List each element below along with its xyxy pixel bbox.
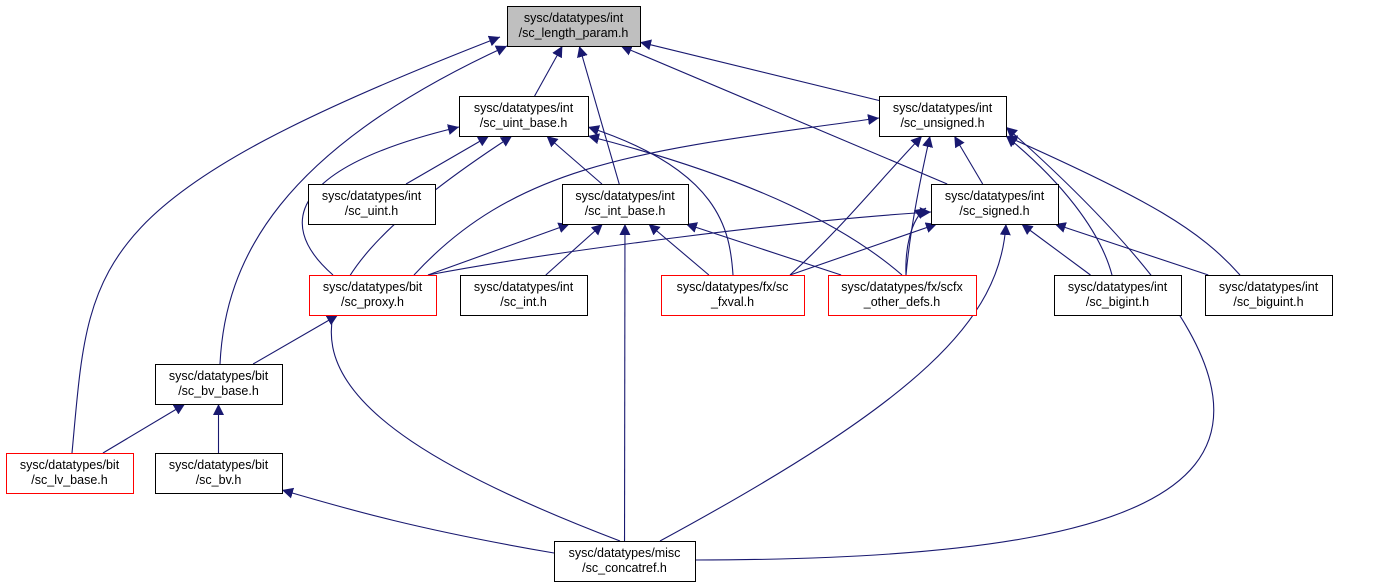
- node-label-line: sysc/datatypes/int: [945, 189, 1045, 203]
- node-label-line: /sc_lv_base.h: [31, 473, 107, 487]
- edge-fxval-to-uintb: [587, 125, 734, 276]
- node-label-line: sysc/datatypes/fx/scfx: [841, 280, 963, 294]
- node-intb[interactable]: sysc/datatypes/int/sc_int_base.h: [562, 184, 689, 225]
- node-len[interactable]: sysc/datatypes/int/sc_length_param.h: [507, 6, 641, 47]
- node-bvb[interactable]: sysc/datatypes/bit/sc_bv_base.h: [155, 364, 283, 405]
- node-label-line: sysc/datatypes/int: [524, 11, 624, 25]
- edge-bigu-to-sgn: [1054, 222, 1209, 276]
- node-label-line: /sc_biguint.h: [1233, 295, 1303, 309]
- edge-unsg-to-len: [639, 39, 880, 102]
- node-label-line: /sc_int_base.h: [585, 204, 666, 218]
- node-box[interactable]: [460, 275, 588, 316]
- edge-bigi-to-sgn: [1021, 223, 1091, 276]
- edge-lvb-to-len: [71, 35, 501, 454]
- node-box[interactable]: [459, 96, 589, 137]
- node-box[interactable]: [507, 6, 641, 47]
- node-label-line: sysc/datatypes/bit: [169, 369, 269, 383]
- edge-scfx-to-intb: [685, 222, 842, 276]
- node-label-line: /sc_length_param.h: [519, 26, 629, 40]
- node-lvb[interactable]: sysc/datatypes/bit/sc_lv_base.h: [6, 453, 134, 494]
- node-cref[interactable]: sysc/datatypes/misc/sc_concatref.h: [554, 541, 696, 582]
- edge-uintb-to-len: [534, 45, 563, 97]
- node-label-line: sysc/datatypes/int: [575, 189, 675, 203]
- node-label-line: /sc_bv.h: [196, 473, 242, 487]
- node-box[interactable]: [931, 184, 1059, 225]
- edge-bigu-to-unsg: [1005, 135, 1241, 276]
- node-label-line: sysc/datatypes/bit: [323, 280, 423, 294]
- node-label-line: sysc/datatypes/misc: [569, 546, 681, 560]
- node-box[interactable]: [308, 184, 436, 225]
- node-label-line: sysc/datatypes/fx/sc: [677, 280, 789, 294]
- node-label-line: sysc/datatypes/bit: [20, 458, 120, 472]
- node-bv[interactable]: sysc/datatypes/bit/sc_bv.h: [155, 453, 283, 494]
- edge-cref-to-unsg: [692, 126, 1215, 561]
- node-label-line: /sc_bigint.h: [1086, 295, 1149, 309]
- edge-proxy-to-intb: [427, 222, 570, 276]
- node-label-line: /sc_bv_base.h: [178, 384, 259, 398]
- node-label-line: _fxval.h: [710, 295, 754, 309]
- node-proxy[interactable]: sysc/datatypes/bit/sc_proxy.h: [309, 275, 437, 316]
- node-box[interactable]: [661, 275, 805, 316]
- node-int[interactable]: sysc/datatypes/int/sc_int.h: [460, 275, 588, 316]
- edge-cref-to-bv: [281, 487, 555, 554]
- node-label-line: sysc/datatypes/int: [893, 101, 993, 115]
- node-box[interactable]: [309, 275, 437, 316]
- edge-proxy-to-sgn: [427, 207, 932, 276]
- edge-cref-to-sgn: [659, 223, 1011, 542]
- edge-lvb-to-bvb: [102, 403, 186, 454]
- node-label-line: /sc_uint.h: [345, 204, 399, 218]
- node-bigu[interactable]: sysc/datatypes/int/sc_biguint.h: [1205, 275, 1333, 316]
- node-sgn[interactable]: sysc/datatypes/int/sc_signed.h: [931, 184, 1059, 225]
- edge-sgn-to-unsg: [953, 135, 984, 185]
- node-box[interactable]: [6, 453, 134, 494]
- node-label-line: /sc_concatref.h: [582, 561, 667, 575]
- node-scfx[interactable]: sysc/datatypes/fx/scfx_other_defs.h: [828, 275, 977, 316]
- node-label-line: /sc_signed.h: [959, 204, 1029, 218]
- node-label-line: /sc_uint_base.h: [480, 116, 568, 130]
- node-unsg[interactable]: sysc/datatypes/int/sc_unsigned.h: [879, 96, 1007, 137]
- node-box[interactable]: [155, 453, 283, 494]
- edge-fxval-to-unsg: [789, 135, 923, 276]
- node-uint[interactable]: sysc/datatypes/int/sc_uint.h: [308, 184, 436, 225]
- node-label-line: _other_defs.h: [863, 295, 940, 309]
- edge-sgn-to-len: [620, 45, 948, 185]
- node-box[interactable]: [562, 184, 689, 225]
- node-label-line: /sc_int.h: [500, 295, 547, 309]
- node-uintb[interactable]: sysc/datatypes/int/sc_uint_base.h: [459, 96, 589, 137]
- node-label-line: sysc/datatypes/int: [322, 189, 422, 203]
- edge-int-to-intb: [545, 223, 604, 276]
- node-fxval[interactable]: sysc/datatypes/fx/sc_fxval.h: [661, 275, 805, 316]
- edge-intb-to-uintb: [546, 135, 603, 185]
- node-label-line: /sc_proxy.h: [341, 295, 404, 309]
- edge-bvb-to-len: [219, 45, 508, 365]
- node-box[interactable]: [155, 364, 283, 405]
- node-box[interactable]: [828, 275, 977, 316]
- edge-proxy-to-unsg: [413, 114, 880, 276]
- edge-scfx-to-sgn: [905, 207, 927, 276]
- node-label-line: sysc/datatypes/int: [474, 101, 574, 115]
- node-box[interactable]: [554, 541, 696, 582]
- node-label-line: sysc/datatypes/bit: [169, 458, 269, 472]
- edge-bigi-to-unsg: [1005, 135, 1113, 276]
- edge-scfx-to-unsg: [905, 135, 933, 276]
- edge-fxval-to-intb: [648, 223, 710, 276]
- edge-scfx-to-uintb: [587, 133, 903, 276]
- node-label-line: /sc_unsigned.h: [900, 116, 984, 130]
- edge-fxval-to-sgn: [789, 222, 938, 276]
- node-box[interactable]: [879, 96, 1007, 137]
- node-box[interactable]: [1054, 275, 1182, 316]
- edge-uint-to-uintb: [405, 135, 490, 185]
- node-label-line: sysc/datatypes/int: [1068, 280, 1168, 294]
- edge-bvb-to-proxy: [252, 314, 339, 365]
- node-bigi[interactable]: sysc/datatypes/int/sc_bigint.h: [1054, 275, 1182, 316]
- node-label-line: sysc/datatypes/int: [474, 280, 574, 294]
- node-label-line: sysc/datatypes/int: [1219, 280, 1319, 294]
- node-box[interactable]: [1205, 275, 1333, 316]
- edge-intb-to-len: [577, 45, 620, 185]
